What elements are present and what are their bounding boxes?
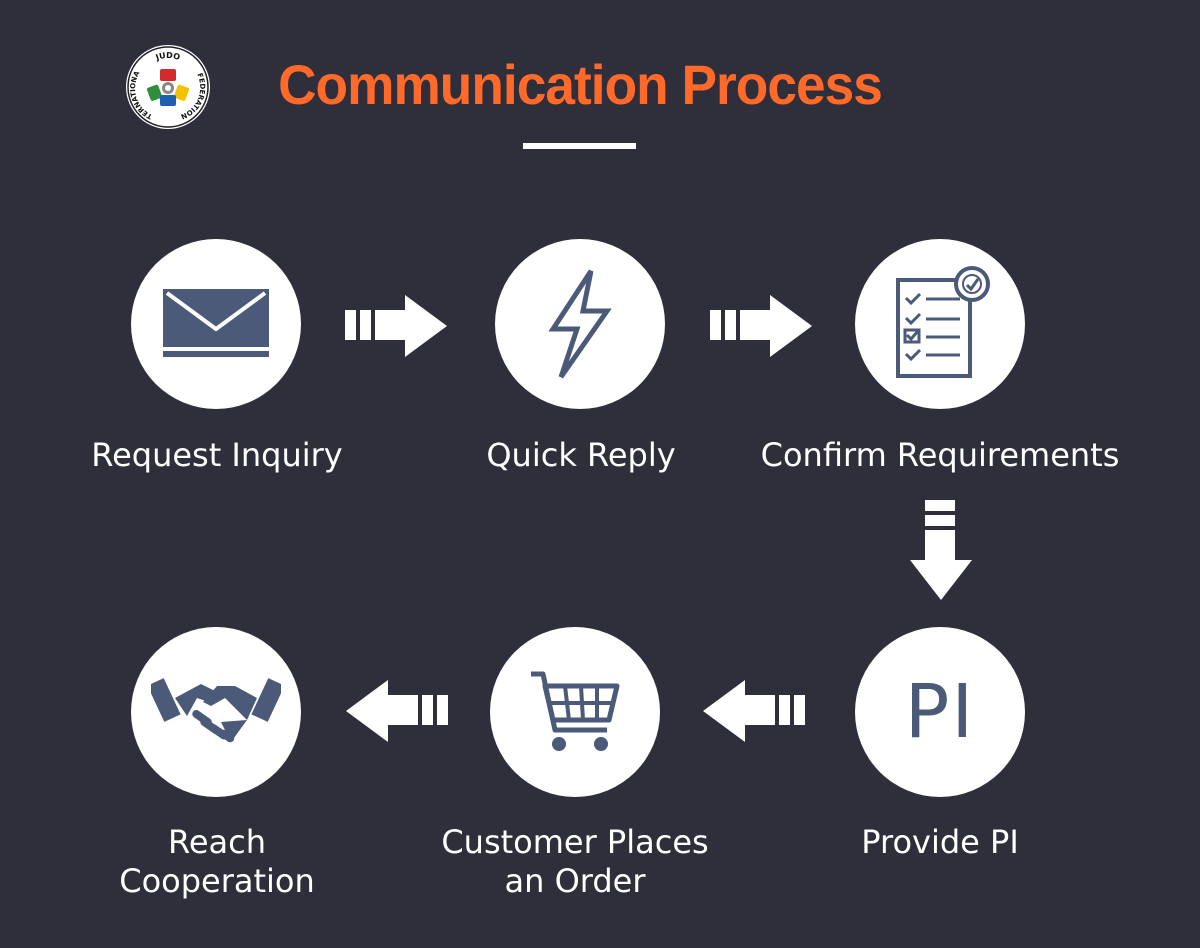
federation-logo: JUDO FEDERATION INTERNATIONAL — [122, 38, 211, 130]
step-label-request-inquiry: Request Inquiry — [91, 436, 343, 474]
step-confirm-requirements-circle — [855, 239, 1025, 409]
arrow-down — [910, 500, 972, 600]
step-label-reach-cooperation-line-1: Reach — [168, 823, 266, 861]
title-underline — [523, 143, 636, 149]
step-label-customer-places-order-line-1: Customer Places — [441, 823, 709, 861]
step-request-inquiry-circle — [131, 239, 301, 409]
step-label-reach-cooperation-line-2: Cooperation — [119, 862, 315, 900]
pi-icon: PI — [904, 669, 976, 755]
arrow-left-2 — [346, 680, 448, 742]
step-reach-cooperation-circle — [131, 627, 301, 797]
step-customer-places-order-circle — [490, 627, 660, 797]
arrow-right-1 — [345, 295, 447, 357]
step-quick-reply-circle — [495, 239, 665, 409]
shopping-cart-icon — [531, 671, 620, 751]
step-label-reach-cooperation: Reach Cooperation — [86, 823, 348, 901]
step-label-customer-places-order-line-2: an Order — [504, 862, 646, 900]
handshake-icon — [151, 678, 281, 743]
svg-text:JUDO: JUDO — [154, 51, 182, 63]
lightning-icon — [548, 269, 612, 379]
step-label-customer-places-order: Customer Places an Order — [425, 823, 725, 901]
envelope-icon — [163, 289, 269, 357]
page-title: Communication Process — [278, 53, 883, 116]
arrow-left-1 — [703, 680, 805, 742]
step-label-confirm-requirements: Confirm Requirements — [760, 436, 1120, 474]
arrow-right-2 — [710, 295, 812, 357]
step-label-quick-reply: Quick Reply — [486, 436, 676, 474]
step-label-provide-pi: Provide PI — [861, 823, 1019, 861]
checklist-icon — [896, 266, 990, 378]
step-provide-pi-circle: PI — [855, 627, 1025, 797]
logo-text-top: JUDO — [154, 51, 182, 63]
